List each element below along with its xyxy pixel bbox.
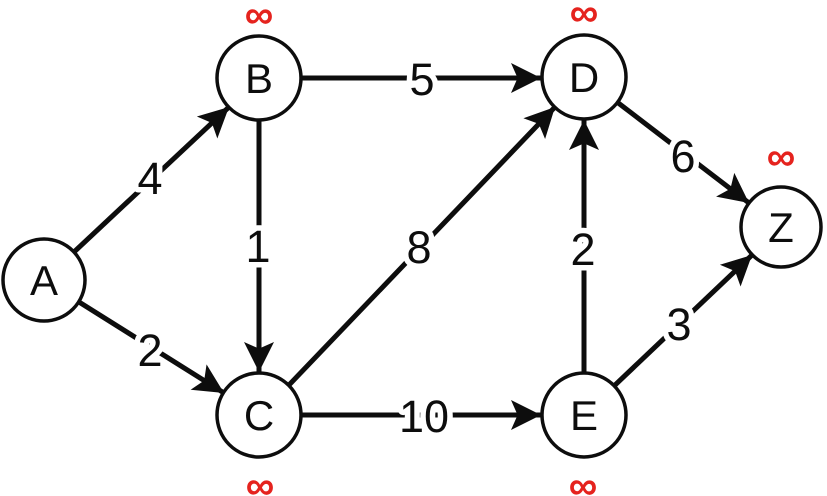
edge-group [72, 63, 754, 430]
edge-weight-E-D: 2 [570, 224, 595, 275]
node-Z-circle [739, 185, 823, 269]
node-C-circle [215, 371, 303, 459]
edge-A-B [72, 105, 231, 254]
distance-label-B: ∞ [245, 0, 274, 37]
node-D: D [540, 33, 628, 121]
node-D-label: D [569, 54, 599, 101]
edge-weight-C-D: 8 [406, 222, 431, 273]
node-Z: Z [739, 185, 823, 269]
edge-weight-D-Z: 6 [670, 131, 695, 182]
edge-C-D [287, 105, 557, 387]
edge-E-Z [612, 253, 754, 388]
node-E-label: E [570, 392, 598, 439]
node-B-circle [215, 34, 303, 122]
edge-weight-A-C: 2 [137, 325, 162, 376]
node-group: A B C D E Z [1, 33, 823, 459]
node-E: E [540, 371, 628, 459]
node-A: A [1, 237, 87, 323]
distance-label-group: ∞ ∞ ∞ ∞ ∞ [245, 0, 796, 496]
distance-label-D: ∞ [570, 0, 599, 35]
node-A-circle [1, 237, 87, 323]
distance-label-Z: ∞ [767, 135, 796, 179]
distance-label-C: ∞ [246, 464, 275, 496]
node-A-label: A [30, 257, 58, 304]
edge-weight-B-C: 1 [245, 221, 270, 272]
node-D-circle [540, 33, 628, 121]
node-E-circle [540, 371, 628, 459]
node-Z-label: Z [768, 204, 794, 251]
edge-weight-E-Z: 3 [666, 299, 691, 350]
node-C: C [215, 371, 303, 459]
node-C-label: C [244, 392, 274, 439]
edge-weight-A-B: 4 [137, 153, 162, 204]
edge-D-Z [615, 100, 751, 205]
edge-weight-group: 4 2 5 1 8 10 2 6 3 [132, 49, 701, 448]
edge-A-C [77, 299, 226, 396]
node-B: B [215, 34, 303, 122]
distance-label-E: ∞ [569, 464, 598, 496]
edge-weight-B-D: 5 [409, 54, 434, 105]
node-B-label: B [245, 55, 273, 102]
edge-weight-C-E: 10 [399, 391, 449, 442]
